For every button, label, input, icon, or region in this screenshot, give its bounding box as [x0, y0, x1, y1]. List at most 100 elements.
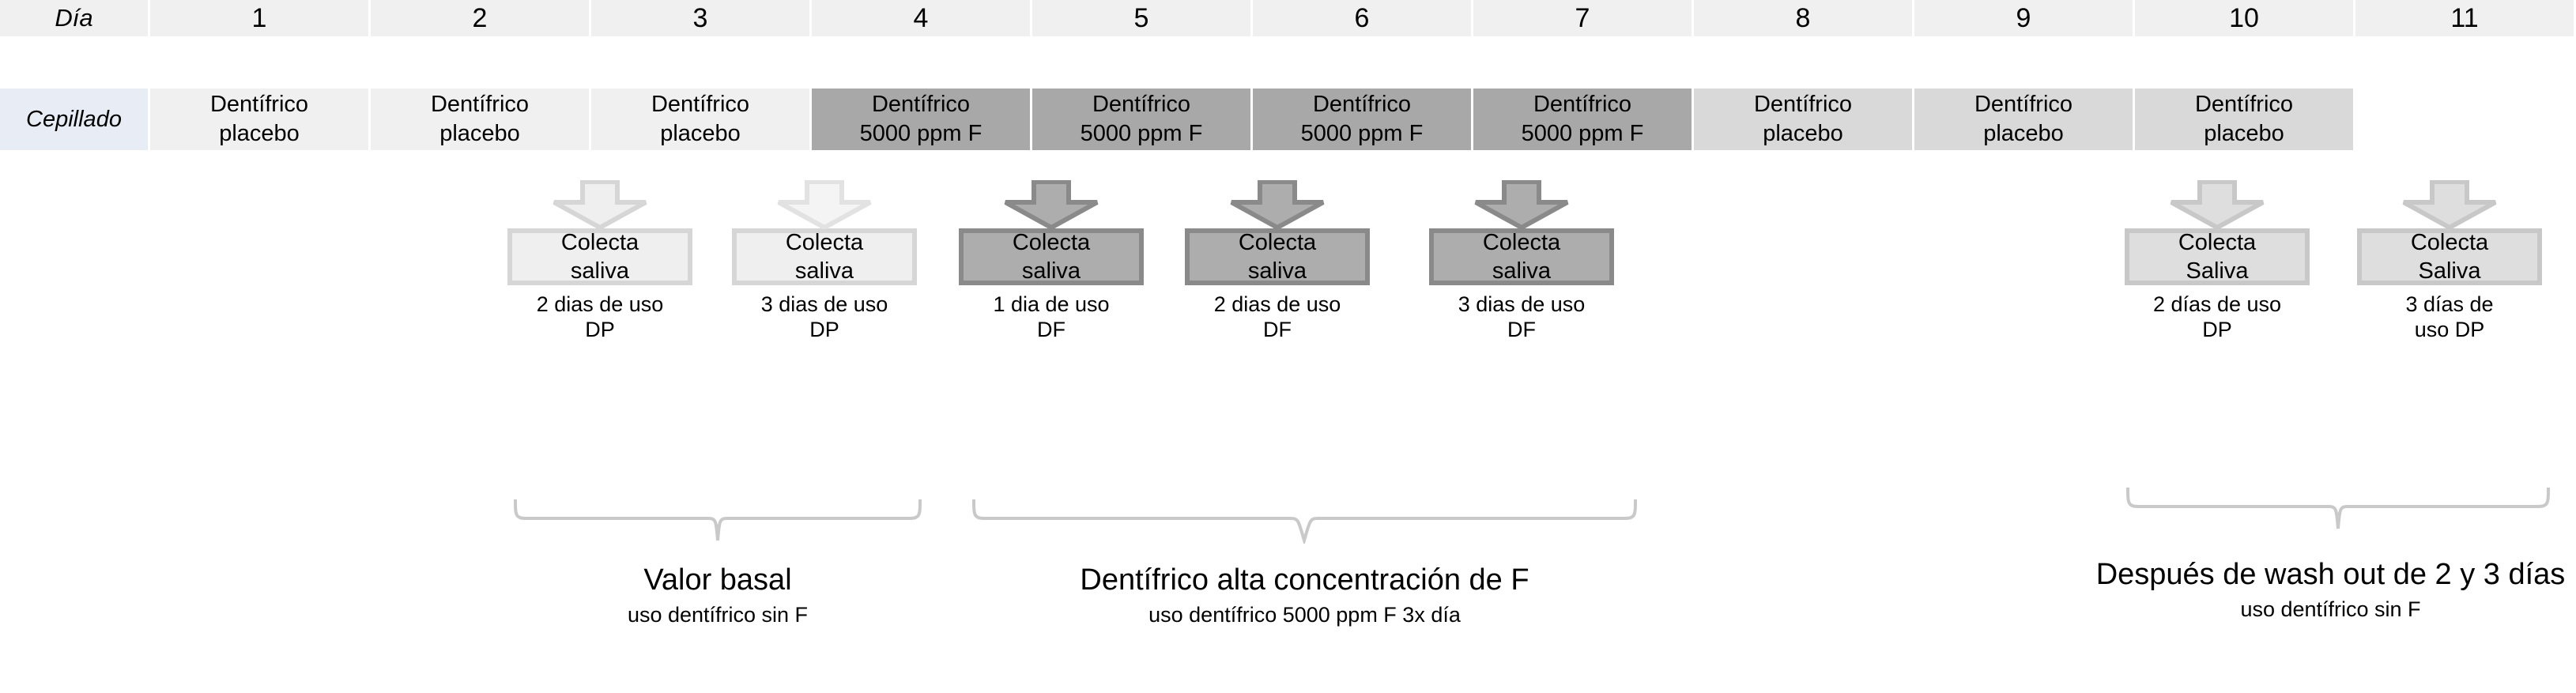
brace-wash-out [2125, 486, 2551, 532]
brushing-cell-line2: 5000 ppm F [1080, 121, 1203, 146]
box-line1: Colecta [560, 229, 639, 255]
box-line2: saliva [570, 258, 630, 284]
brushing-cell-day5: Dentífrico 5000 ppm F [1032, 89, 1250, 150]
brushing-cell-day10: Dentífrico placebo [2135, 89, 2353, 150]
caption-subtitle: uso dentífrico 5000 ppm F 3x día [1148, 602, 1461, 627]
day-cell-11: 11 [2355, 0, 2574, 36]
caption-subtitle: uso dentífrico sin F [627, 602, 809, 627]
usage-note-line2: DP [809, 317, 839, 341]
down-arrow-icon [774, 180, 875, 229]
brushing-cell-day9: Dentífrico placebo [1914, 89, 2133, 150]
brushing-cell-day4: Dentífrico 5000 ppm F [812, 89, 1030, 150]
day-cell-4: 4 [812, 0, 1030, 36]
saliva-collection-box: Colecta Saliva [2357, 228, 2542, 285]
down-arrow-icon [549, 180, 651, 229]
box-line1: Colecta [785, 229, 864, 255]
usage-note: 2 dias de uso DF [1179, 292, 1376, 343]
usage-note: 3 días de uso DP [2351, 292, 2548, 343]
brushing-cell-day7: Dentífrico 5000 ppm F [1473, 89, 1692, 150]
down-arrow-icon [1227, 180, 1328, 229]
brushing-cell-line1: Dentífrico [1974, 92, 2073, 118]
brushing-cell-day3: Dentífrico placebo [591, 89, 809, 150]
brushing-cell-day6: Dentífrico 5000 ppm F [1253, 89, 1471, 150]
caption-title: Dentífrico alta concentración de F [1080, 563, 1529, 597]
brushing-cell-line1: Dentífrico [209, 92, 309, 118]
usage-note-line1: 1 dia de uso [993, 292, 1110, 316]
caption-wash-out: Después de wash out de 2 y 3 días uso de… [2085, 557, 2576, 622]
box-line2: saliva [1021, 258, 1081, 284]
box-line1: Colecta [1238, 229, 1317, 255]
usage-note-line2: uso DP [2414, 317, 2485, 341]
usage-note: 3 dias de uso DP [726, 292, 923, 343]
day-header-row: Día 1 2 3 4 5 6 7 8 9 10 11 [0, 0, 2576, 36]
collection-unit-6: Colecta Saliva 2 días de uso DP [2125, 180, 2310, 343]
usage-note-line2: DP [585, 317, 615, 341]
day-cell-2: 2 [371, 0, 589, 36]
day-cell-6: 6 [1253, 0, 1471, 36]
collection-unit-7: Colecta Saliva 3 días de uso DP [2357, 180, 2542, 343]
brace-valor-basal [512, 498, 923, 544]
caption-valor-basal: Valor basal uso dentífrico sin F [512, 563, 923, 627]
down-arrow-icon [1471, 180, 1572, 229]
usage-note: 1 dia de uso DF [952, 292, 1150, 343]
usage-note-line1: 3 dias de uso [760, 292, 888, 316]
usage-note: 2 días de uso DP [2118, 292, 2316, 343]
box-line2: Saliva [2418, 258, 2481, 284]
down-arrow-icon [2399, 180, 2500, 229]
brushing-cell-line2: placebo [1983, 121, 2064, 146]
box-line2: saliva [794, 258, 854, 284]
usage-note-line1: 2 dias de uso [536, 292, 664, 316]
usage-note-line2: DF [1037, 317, 1065, 341]
brace-alta-concentracion [971, 498, 1639, 544]
brushing-cell-line1: Dentífrico [2194, 92, 2294, 118]
box-line2: saliva [1492, 258, 1552, 284]
brushing-row: Cepillado Dentífrico placebo Dentífrico … [0, 89, 2576, 150]
day-cell-7: 7 [1473, 0, 1692, 36]
saliva-collection-box: Colecta Saliva [2125, 228, 2310, 285]
usage-note-line1: 3 días de [2405, 292, 2494, 316]
saliva-collection-box: Colecta saliva [1185, 228, 1370, 285]
brushing-cell-line2: placebo [660, 121, 741, 146]
brushing-cell-line2: placebo [1763, 121, 1843, 146]
caption-subtitle: uso dentífrico sin F [2240, 597, 2421, 621]
brushing-cell-day11-empty [2355, 89, 2574, 150]
brushing-row-label: Cepillado [0, 89, 148, 150]
collection-unit-1: Colecta saliva 2 dias de uso DP [507, 180, 692, 343]
box-line1: Colecta [1482, 229, 1561, 255]
usage-note: 2 dias de uso DP [501, 292, 699, 343]
saliva-collection-box: Colecta saliva [732, 228, 917, 285]
day-cell-9: 9 [1914, 0, 2133, 36]
brushing-cell-day1: Dentífrico placebo [150, 89, 368, 150]
caption-alta-concentracion: Dentífrico alta concentración de F uso d… [971, 563, 1639, 627]
day-cell-5: 5 [1032, 0, 1250, 36]
day-cell-10: 10 [2135, 0, 2353, 36]
collection-unit-4: Colecta saliva 2 dias de uso DF [1185, 180, 1370, 343]
brushing-cell-day2: Dentífrico placebo [371, 89, 589, 150]
box-line2: saliva [1247, 258, 1307, 284]
usage-note-line2: DP [2202, 317, 2232, 341]
brushing-cell-line2: 5000 ppm F [859, 121, 983, 146]
usage-note-line2: DF [1263, 317, 1292, 341]
brushing-cell-day8: Dentífrico placebo [1694, 89, 1912, 150]
collection-unit-5: Colecta saliva 3 dias de uso DF [1429, 180, 1614, 343]
brushing-cell-line1: Dentífrico [1312, 92, 1412, 118]
brushing-cell-line1: Dentífrico [1092, 92, 1191, 118]
brushing-cell-line1: Dentífrico [1533, 92, 1632, 118]
brushing-cell-line2: placebo [2204, 121, 2284, 146]
caption-title: Valor basal [643, 563, 792, 597]
brushing-cell-line1: Dentífrico [651, 92, 750, 118]
box-line1: Colecta [2410, 229, 2489, 255]
down-arrow-icon [2167, 180, 2268, 229]
box-line2: Saliva [2186, 258, 2249, 284]
day-cell-1: 1 [150, 0, 368, 36]
day-cell-3: 3 [591, 0, 809, 36]
day-row-label: Día [0, 0, 148, 36]
brushing-cell-line1: Dentífrico [871, 92, 971, 118]
brushing-cell-line1: Dentífrico [1753, 92, 1853, 118]
box-line1: Colecta [1012, 229, 1091, 255]
down-arrow-icon [1001, 180, 1102, 229]
brushing-cell-line2: 5000 ppm F [1300, 121, 1424, 146]
brushing-cell-line2: placebo [219, 121, 300, 146]
day-cell-8: 8 [1694, 0, 1912, 36]
